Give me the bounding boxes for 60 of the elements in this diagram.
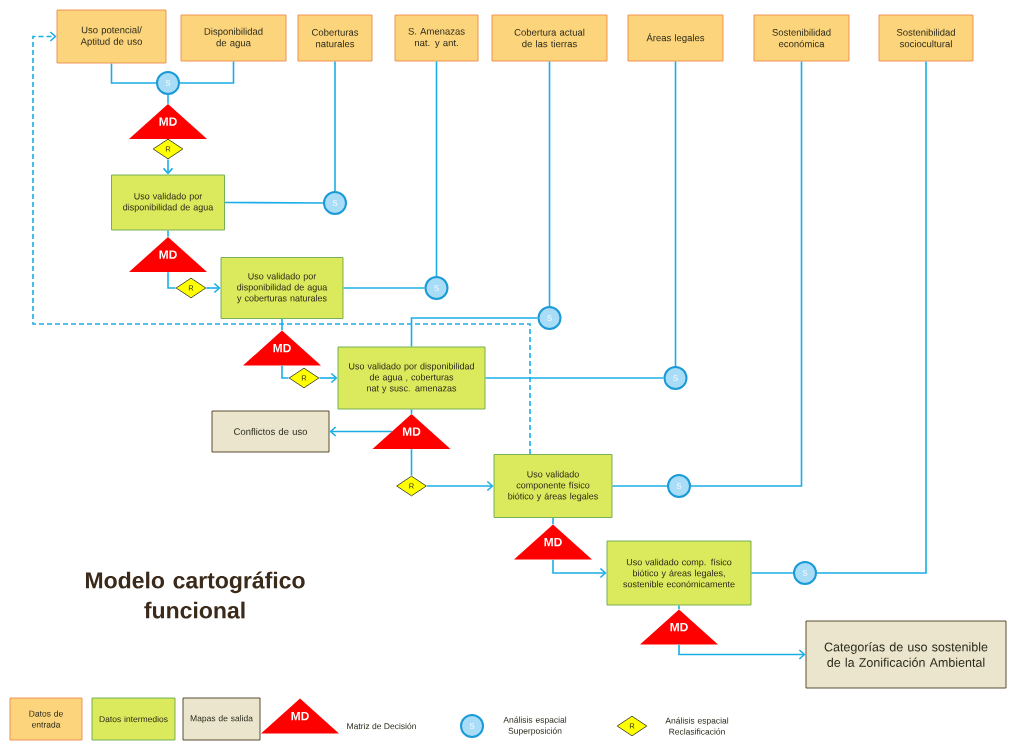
connector-line — [816, 60, 927, 574]
decision-triangle: MD — [640, 609, 718, 645]
input-box: Disponibilidad de agua — [180, 14, 287, 62]
arrow — [552, 558, 607, 579]
connector-line — [410, 448, 413, 477]
title: Modelo cartográfico funcional — [86, 571, 305, 619]
arrow — [32, 31, 531, 455]
decision-triangle: MD — [514, 524, 592, 560]
arrow — [162, 158, 174, 175]
connector-line — [690, 60, 803, 487]
connector-line — [342, 287, 426, 289]
output-box: Conflictos de uso — [211, 410, 330, 453]
arrow — [329, 426, 393, 437]
connector-line — [167, 271, 177, 289]
connector-line — [750, 572, 794, 574]
decision-triangle: MD — [129, 104, 207, 139]
connector-line — [410, 317, 539, 348]
decision-triangle: MD — [243, 330, 321, 366]
decision-triangle: MD — [372, 414, 451, 449]
legend-text: Matriz de Decisión — [347, 722, 416, 730]
connector-line — [611, 485, 668, 487]
input-box: S. Amenazas nat. y ant. — [394, 14, 479, 62]
input-box: Sostenibilidad sociocultural — [878, 14, 974, 62]
arrow — [318, 372, 338, 384]
legend-key: Mapas de salida — [182, 697, 261, 741]
arrow — [205, 282, 221, 294]
connector-line — [410, 408, 413, 415]
output-box: Categorías de uso sostenible de la Zonificación Ambiental — [805, 620, 1007, 689]
input-box: Cobertura actual de las tierras — [491, 14, 608, 62]
input-box: Áreas legales — [627, 14, 724, 62]
decision-triangle: MD — [261, 698, 339, 734]
arrow — [426, 480, 494, 492]
connector-line — [167, 94, 169, 105]
input-box: Uso potencial/ Aptitud de uso — [56, 9, 167, 64]
intermediate-box: Uso validado por disponibilidad de agua y coberturas naturales — [220, 257, 344, 319]
connector-line — [281, 364, 290, 379]
connector-line — [179, 60, 235, 84]
connector-line — [435, 60, 438, 277]
connector-line — [552, 517, 554, 526]
intermediate-box: Uso validado por disponibilidad de agua , coberturas nat y susc. amenazas — [337, 346, 486, 410]
decision-triangle: MD — [129, 237, 207, 272]
connector-line — [678, 604, 680, 611]
input-box: Coberturas naturales — [297, 14, 373, 62]
connector-line — [167, 229, 169, 238]
connector-line — [224, 201, 324, 204]
legend-text: Análisis espacial Reclasificación — [665, 717, 729, 735]
intermediate-box: Uso validado por disponibilidad de agua — [111, 174, 225, 231]
intermediate-box: Uso validado comp. físico biótico y áreas legales, sostenible económicamente — [606, 540, 752, 606]
legend-key: Datos intermedios — [91, 697, 176, 741]
intermediate-box: Uso validado componente físico biótico y áreas legales — [493, 454, 613, 518]
connector-line — [110, 62, 157, 84]
connector-line — [334, 60, 336, 192]
connector-line — [484, 377, 665, 379]
legend-text: Análisis espacial Superposición — [503, 716, 567, 736]
connector-line — [674, 60, 677, 367]
connector-line — [548, 60, 551, 307]
legend-key: Datos de entrada — [9, 697, 83, 741]
input-box: Sostenibilidad económica — [753, 14, 850, 62]
connector-line — [281, 318, 283, 332]
arrow — [678, 643, 806, 660]
